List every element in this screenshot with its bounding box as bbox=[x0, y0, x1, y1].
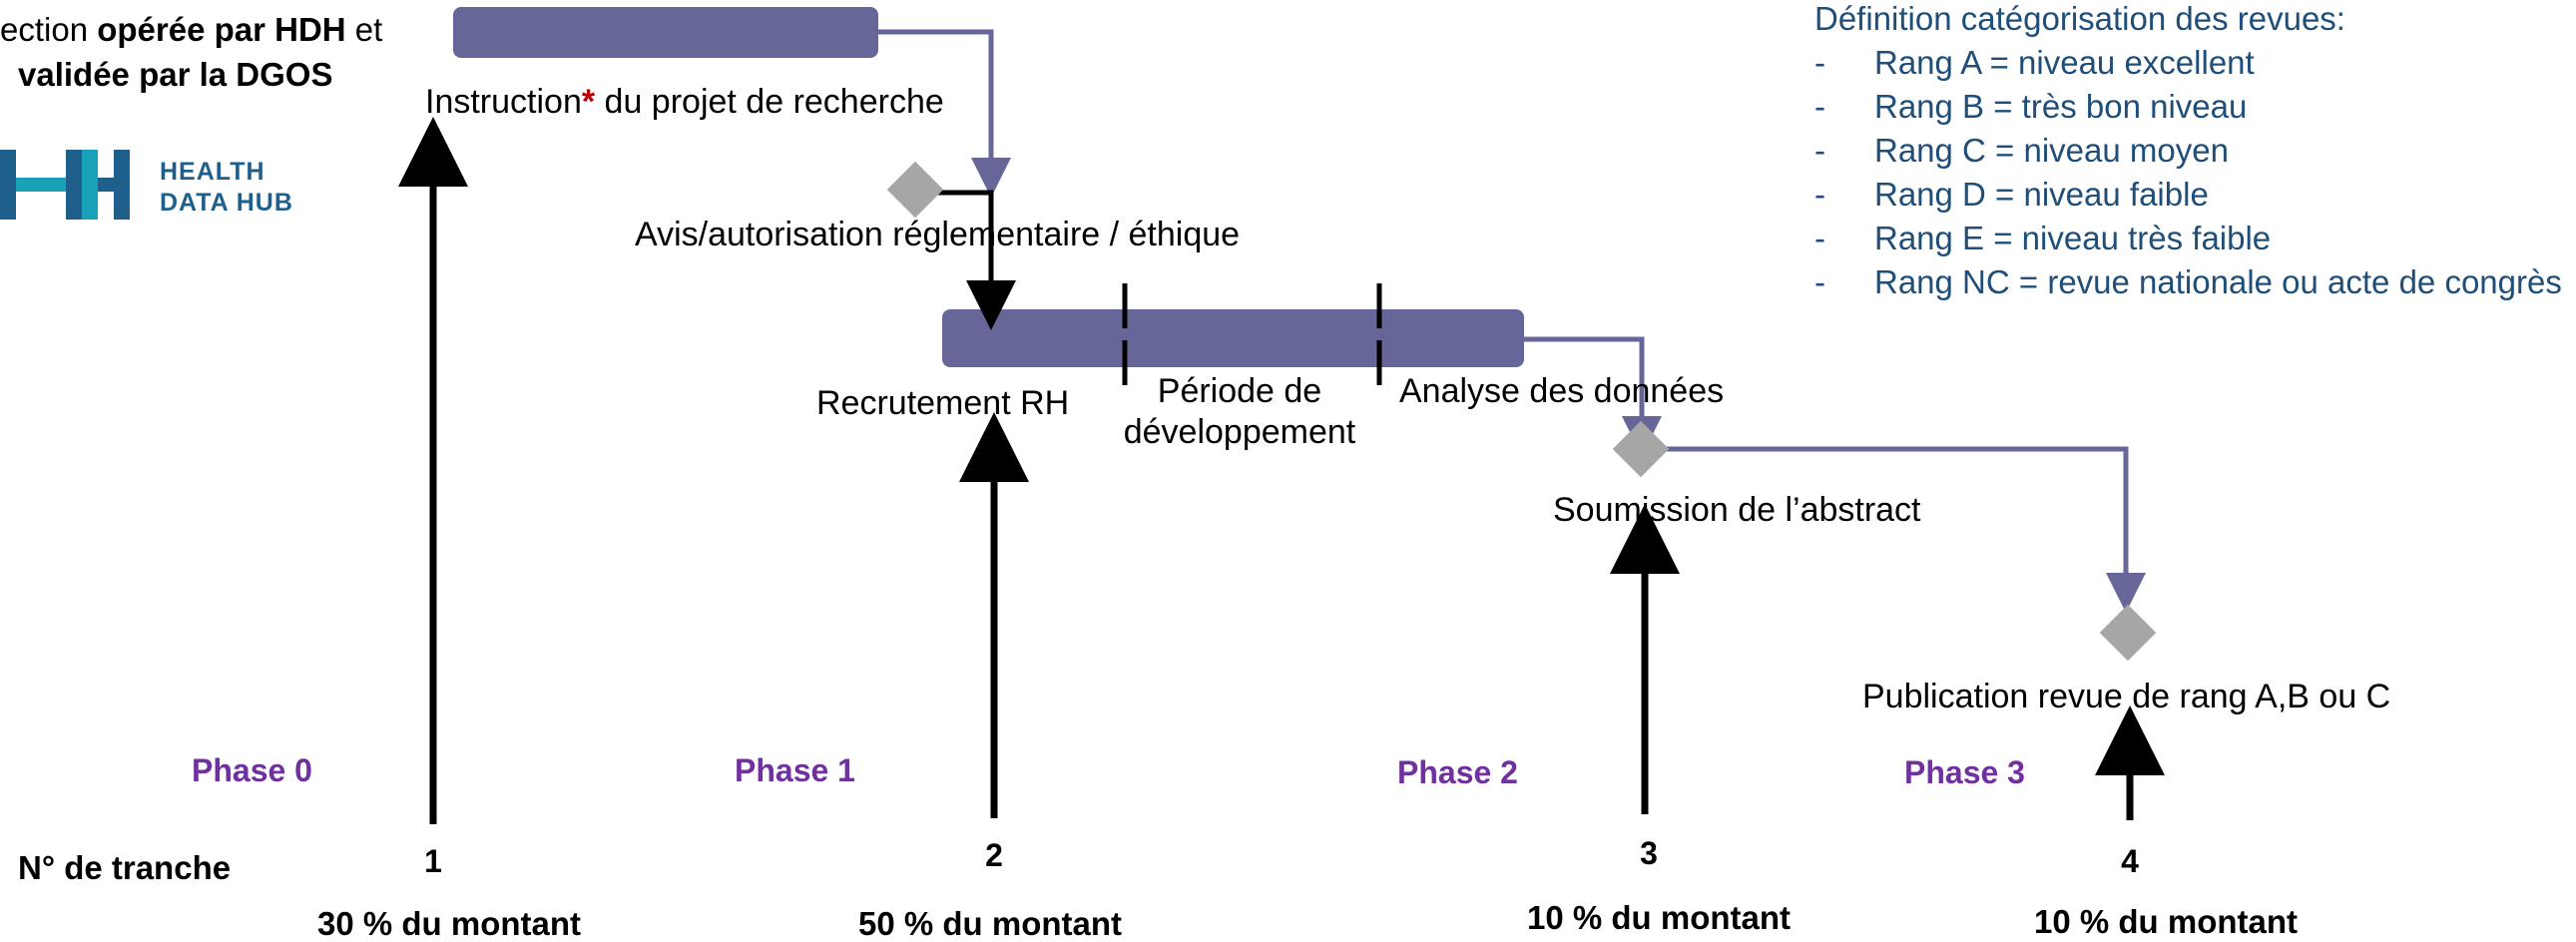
phase-2-label: Phase 2 bbox=[1397, 754, 1518, 790]
instruction-text: Instruction bbox=[425, 83, 582, 121]
tranche-amount-4: 10 % du montant bbox=[2034, 903, 2299, 940]
tranche-amount-1: 30 % du montant bbox=[317, 905, 582, 942]
selection-note-line2: validée par la DGOS bbox=[18, 56, 333, 93]
step-instruction-label: Instruction* du projet de recherche bbox=[425, 83, 944, 121]
legend-bullet: - bbox=[1814, 176, 1825, 213]
periode-line2: développement bbox=[1123, 413, 1356, 452]
selection-note-line1: ection opérée par HDH et bbox=[0, 11, 383, 48]
tranche-number-3: 3 bbox=[1640, 835, 1658, 871]
tranche-number-4: 4 bbox=[2121, 843, 2139, 879]
note-bold: opérée par HDH bbox=[97, 11, 346, 48]
logo-text-datahub: DATA HUB bbox=[160, 189, 293, 217]
instruction-star: * bbox=[581, 83, 596, 121]
legend-title: Définition catégorisation des revues: bbox=[1814, 0, 2345, 37]
milestone-soumission bbox=[1612, 420, 1670, 478]
legend-item-text: Rang A = niveau excellent bbox=[1874, 44, 2255, 81]
milestone-publication bbox=[2099, 604, 2157, 662]
tranche-row-label: N° de tranche bbox=[18, 849, 232, 886]
connector-soumission-to-publication bbox=[1657, 446, 2146, 613]
step-avis-label: Avis/autorisation réglementaire / éthiqu… bbox=[635, 216, 1241, 253]
legend-item-text: Rang NC = revue nationale ou acte de con… bbox=[1874, 263, 2562, 300]
tranche-number-1: 1 bbox=[424, 843, 442, 879]
legend-bullet: - bbox=[1814, 44, 1825, 81]
tranche-amount-3: 10 % du montant bbox=[1527, 899, 1792, 936]
instruction-rest: du projet de recherche bbox=[595, 83, 944, 121]
connector-instruction-to-avis bbox=[878, 29, 1011, 198]
legend-bullet: - bbox=[1814, 220, 1825, 256]
step-publication-label: Publication revue de rang A,B ou C bbox=[1862, 678, 2391, 715]
legend-item-text: Rang E = niveau très faible bbox=[1874, 220, 2272, 256]
legend-item-text: Rang C = niveau moyen bbox=[1874, 132, 2229, 169]
phase-3-label: Phase 3 bbox=[1904, 754, 2025, 790]
instruction-bar bbox=[453, 7, 878, 58]
connector-analyse-to-soumission bbox=[1524, 336, 1662, 456]
legend-item-text: Rang D = niveau faible bbox=[1874, 176, 2209, 213]
step-periode-label: Période de développement bbox=[1120, 372, 1359, 452]
phase-0-label: Phase 0 bbox=[192, 752, 312, 788]
logo-text-health: HEALTH bbox=[160, 158, 265, 186]
legend-item-text: Rang B = très bon niveau bbox=[1874, 88, 2248, 125]
tranche-amount-2: 50 % du montant bbox=[858, 905, 1123, 942]
note-prefix: ection bbox=[0, 11, 98, 48]
phase-1-label: Phase 1 bbox=[735, 752, 855, 788]
legend-bullet: - bbox=[1814, 132, 1825, 169]
note-suffix: et bbox=[345, 11, 383, 48]
tranche-number-2: 2 bbox=[985, 837, 1003, 873]
milestone-avis bbox=[886, 161, 944, 219]
execution-bar bbox=[942, 309, 1524, 367]
hdh-logo-mark bbox=[0, 150, 130, 220]
legend-bullet: - bbox=[1814, 263, 1825, 300]
legend-bullet: - bbox=[1814, 88, 1825, 125]
periode-line1: Période de bbox=[1157, 372, 1322, 410]
step-analyse-label: Analyse des données bbox=[1399, 372, 1725, 410]
connector-avis-to-bar bbox=[938, 190, 1016, 330]
step-soumission-label: Soumission de l’abstract bbox=[1553, 491, 1921, 529]
step-recrutement-label: Recrutement RH bbox=[816, 384, 1070, 422]
